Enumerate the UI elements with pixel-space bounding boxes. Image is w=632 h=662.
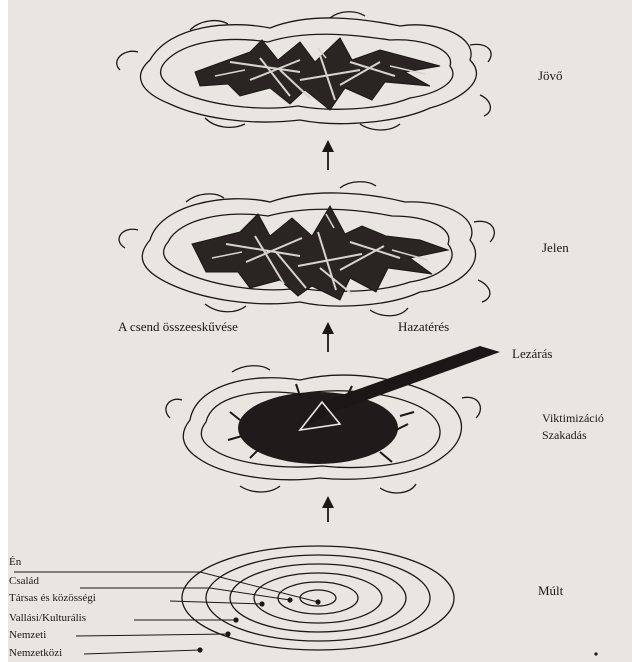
layer-national: Nemzeti [9,629,46,641]
label-rupture: Szakadás [542,428,587,443]
layer-family: Család [9,575,39,587]
layer-religious-cultural: Vallási/Kulturális [9,612,86,624]
layer-social-community: Társas és közösségi [9,592,96,604]
layer-self: Én [9,556,21,568]
label-future: Jövő [538,68,563,83]
label-past: Múlt [538,583,563,598]
layer-international: Nemzetközi [9,647,62,659]
page-margin [0,0,8,662]
label-present: Jelen [542,240,569,255]
label-closure: Lezárás [512,346,552,361]
label-return: Hazatérés [398,319,449,334]
label-collapse-of-silence: A csend összeeskűvése [118,319,238,334]
label-victimization: Viktimizáció [542,411,604,426]
